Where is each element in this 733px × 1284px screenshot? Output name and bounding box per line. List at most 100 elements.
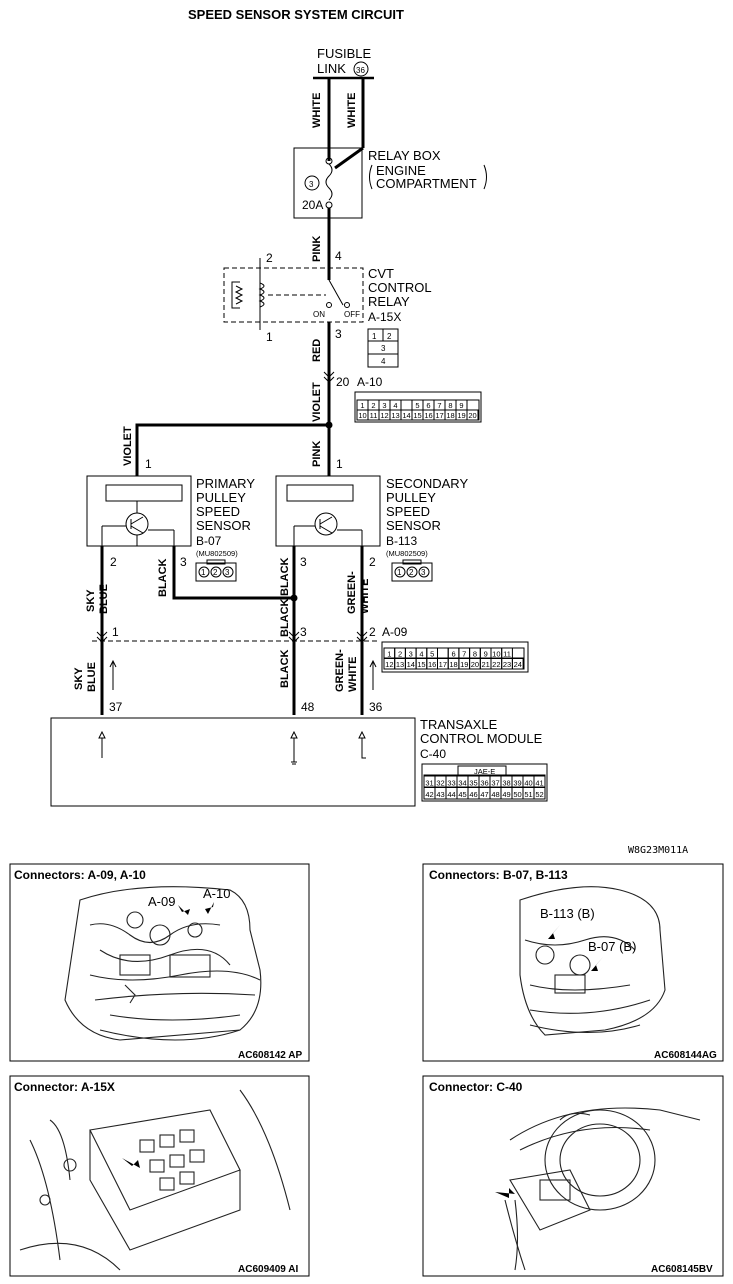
doc-code: W8G23M011A xyxy=(628,845,688,856)
secondary-label-2: PULLEY xyxy=(386,490,436,505)
connector-pin-label: 46 xyxy=(469,790,477,799)
a10-pin: 20 xyxy=(336,375,350,389)
tcm-pin-48: 48 xyxy=(301,700,315,714)
svg-text:2: 2 xyxy=(387,332,392,341)
connector-pin-label: 33 xyxy=(447,779,455,788)
connector-pin-label: 10 xyxy=(358,411,366,420)
connector-pin-label: 4 xyxy=(393,401,397,410)
primary-label-2: PULLEY xyxy=(196,490,246,505)
secondary-pin-3: 3 xyxy=(300,555,307,569)
wire-label-white-1: WHITE xyxy=(311,93,323,128)
panel-c40-code: AC608145BV xyxy=(651,1264,713,1275)
connector-pin-label: 36 xyxy=(480,779,488,788)
connector-pin-label: 20 xyxy=(471,660,479,669)
fusible-link-circle xyxy=(353,61,369,77)
primary-sensor-box xyxy=(86,475,192,547)
wire-label-pink-2: PINK xyxy=(311,441,323,467)
arrow-c40-icon xyxy=(495,1188,515,1198)
connector-pin-label: 48 xyxy=(491,790,499,799)
connector-pin-label: 47 xyxy=(480,790,488,799)
fuse-rating: 20A xyxy=(302,198,323,212)
arrow-a10-icon xyxy=(205,902,214,914)
dashboard-illustration xyxy=(504,1107,701,1271)
secondary-transistor xyxy=(314,512,338,536)
connector-pin-label: 49 xyxy=(502,790,510,799)
relay-label-3: RELAY xyxy=(368,294,410,309)
connector-pin-label: 7 xyxy=(437,401,441,410)
connector-cell xyxy=(437,647,449,659)
connector-pin-label: 3 xyxy=(382,401,386,410)
connector-pin-label: 32 xyxy=(436,779,444,788)
connector-pin-label: 14 xyxy=(402,411,410,420)
connector-pin-label: 15 xyxy=(417,660,425,669)
connector-pin-label: 2 xyxy=(371,401,375,410)
connector-cell xyxy=(533,787,546,800)
panel-c40-title: Connector: C-40 xyxy=(429,1080,523,1094)
relay-resistor xyxy=(234,285,244,305)
connector-pin-label: 51 xyxy=(524,790,532,799)
engine-bay-illustration-1 xyxy=(64,886,262,1041)
connector-pin-label: 24 xyxy=(514,660,522,669)
a09-pin-3: 3 xyxy=(300,625,307,639)
connector-cell xyxy=(400,399,413,411)
a09-name: A-09 xyxy=(382,625,408,639)
connector-pin-label: 4 xyxy=(419,650,423,659)
secondary-part-no: (MU802509) xyxy=(386,549,428,558)
primary-pin-2: 2 xyxy=(110,555,117,569)
relay-box-sub2: COMPARTMENT xyxy=(376,176,477,191)
connector-pin-label: 18 xyxy=(449,660,457,669)
arrow-a15x-icon xyxy=(122,1158,140,1168)
relay-pin-4: 4 xyxy=(335,249,342,263)
wire-label-black-2: BLACK xyxy=(279,557,291,596)
connector-pin-label: 13 xyxy=(391,411,399,420)
connector-pin-label: 35 xyxy=(469,779,477,788)
connector-pin-label: 18 xyxy=(446,411,454,420)
connector-pin-label: 6 xyxy=(451,650,455,659)
connector-pin-label: 9 xyxy=(459,401,463,410)
connector-pin-label: 14 xyxy=(407,660,415,669)
relay-box-sub1: ENGINE xyxy=(376,163,426,178)
arrow-a09-icon xyxy=(178,905,190,915)
wire-label-white-3: WHITE xyxy=(359,579,371,614)
panel-a09-a10-title: Connectors: A-09, A-10 xyxy=(14,868,146,882)
relay-box-label: RELAY BOX xyxy=(368,148,441,163)
svg-text:3: 3 xyxy=(225,568,230,577)
wire-label-red: RED xyxy=(311,339,323,362)
panel-b07-b113-title: Connectors: B-07, B-113 xyxy=(429,868,568,882)
wire-white-jog xyxy=(334,146,364,170)
tcm-label-2: CONTROL MODULE xyxy=(420,731,543,746)
wire-label-white-4: WHITE xyxy=(347,657,359,692)
secondary-pin-2: 2 xyxy=(369,555,376,569)
connector-pin-label: 12 xyxy=(380,411,388,420)
connector-pin-label: 20 xyxy=(468,411,476,420)
fuse-symbol xyxy=(325,163,333,201)
wire-label-violet-2: VIOLET xyxy=(122,426,134,466)
connector-pin-label: 3 xyxy=(409,650,413,659)
wire-label-blue-2: BLUE xyxy=(86,662,98,692)
connector-pin-label: 1 xyxy=(360,401,364,410)
panel-a15x xyxy=(9,1075,310,1277)
svg-text:2: 2 xyxy=(213,568,218,577)
primary-label-1: PRIMARY xyxy=(196,476,255,491)
connector-pin-label: 7 xyxy=(462,650,466,659)
wire-label-green-1: GREEN- xyxy=(346,571,358,614)
a09-pin-2: 2 xyxy=(369,625,376,639)
connector-pin-label: 31 xyxy=(425,779,433,788)
fuse-number-circle xyxy=(304,175,320,191)
relay-pin-1: 1 xyxy=(266,330,273,344)
wire-label-green-2: GREEN- xyxy=(334,649,346,692)
primary-connector-id: B-07 xyxy=(196,534,222,548)
relay-off-label: OFF xyxy=(344,310,360,319)
connector-pin-label: 12 xyxy=(385,660,393,669)
connector-pin-label: 43 xyxy=(436,790,444,799)
connector-pin-label: 16 xyxy=(428,660,436,669)
primary-label-3: SPEED xyxy=(196,504,240,519)
c40-tag: JAE-E xyxy=(474,767,495,776)
panel-a09-a10 xyxy=(9,863,310,1062)
arrow-b07-icon xyxy=(591,957,603,971)
diagram-title: SPEED SENSOR SYSTEM CIRCUIT xyxy=(188,7,404,22)
primary-pin-1: 1 xyxy=(145,457,152,471)
panel-a15x-title: Connector: A-15X xyxy=(14,1080,115,1094)
